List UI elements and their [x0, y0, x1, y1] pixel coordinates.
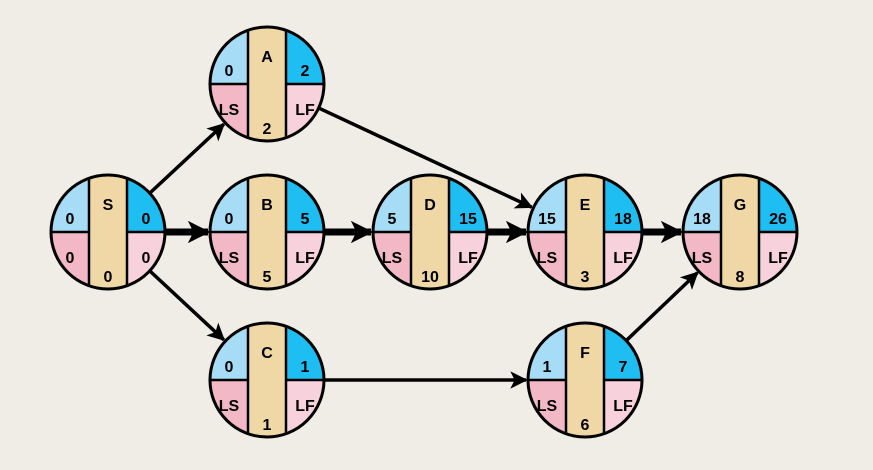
- late-finish: LF: [458, 250, 478, 267]
- late-start: LS: [692, 250, 713, 267]
- activity-duration: 3: [581, 269, 590, 286]
- edge-s-c: [149, 270, 226, 342]
- late-finish: LF: [295, 250, 315, 267]
- early-start: 1: [543, 359, 552, 376]
- early-finish: 0: [142, 211, 151, 228]
- late-finish: LF: [295, 398, 315, 415]
- early-start: 0: [66, 211, 75, 228]
- activity-duration: 1: [263, 417, 272, 434]
- early-finish: 5: [301, 211, 310, 228]
- activity-duration: 10: [421, 269, 439, 286]
- early-start: 0: [225, 211, 234, 228]
- activity-name: C: [261, 345, 273, 362]
- node-outline: [371, 173, 489, 291]
- edges-layer: [149, 106, 699, 389]
- edge-f-g: [625, 271, 699, 342]
- late-start: LS: [219, 398, 240, 415]
- node-outline: [681, 173, 799, 291]
- activity-name: S: [103, 197, 114, 214]
- node-outline: [208, 25, 326, 143]
- node-outline: [208, 321, 326, 439]
- early-finish: 26: [769, 211, 787, 228]
- late-finish: 0: [142, 250, 151, 267]
- early-finish: 18: [614, 211, 632, 228]
- early-finish: 1: [301, 359, 310, 376]
- early-start: 15: [538, 211, 556, 228]
- activity-duration: 0: [104, 269, 113, 286]
- node-outline: [526, 321, 644, 439]
- early-finish: 7: [619, 359, 628, 376]
- activity-duration: 5: [263, 269, 272, 286]
- early-start: 0: [225, 63, 234, 80]
- edge-a-e: [318, 106, 534, 209]
- activity-name: E: [580, 197, 591, 214]
- node-outline: [208, 173, 326, 291]
- late-start: LS: [537, 398, 558, 415]
- early-start: 0: [225, 359, 234, 376]
- early-start: 5: [388, 211, 397, 228]
- duration-column: [246, 175, 288, 289]
- early-finish: 2: [301, 63, 310, 80]
- activity-name: F: [580, 345, 590, 362]
- late-start: LS: [219, 102, 240, 119]
- node-f: F 6 1 7LS LF: [526, 321, 644, 439]
- activity-duration: 6: [581, 417, 590, 434]
- activity-name: A: [261, 49, 273, 66]
- activity-name: D: [424, 197, 436, 214]
- late-start: LS: [219, 250, 240, 267]
- activity-duration: 8: [736, 269, 745, 286]
- edge-s-a: [149, 122, 226, 194]
- late-finish: LF: [295, 102, 315, 119]
- node-s: S 0 0 0 0 0: [49, 173, 167, 291]
- activity-name: B: [261, 197, 273, 214]
- late-start: LS: [537, 250, 558, 267]
- early-finish: 15: [459, 211, 477, 228]
- late-finish: LF: [768, 250, 788, 267]
- late-finish: LF: [613, 250, 633, 267]
- node-outline: [526, 173, 644, 291]
- node-outline: [49, 173, 167, 291]
- late-start: LS: [382, 250, 403, 267]
- activity-duration: 2: [263, 121, 272, 138]
- activity-name: G: [734, 197, 746, 214]
- late-finish: LF: [613, 398, 633, 415]
- late-start: 0: [66, 250, 75, 267]
- early-start: 18: [693, 211, 711, 228]
